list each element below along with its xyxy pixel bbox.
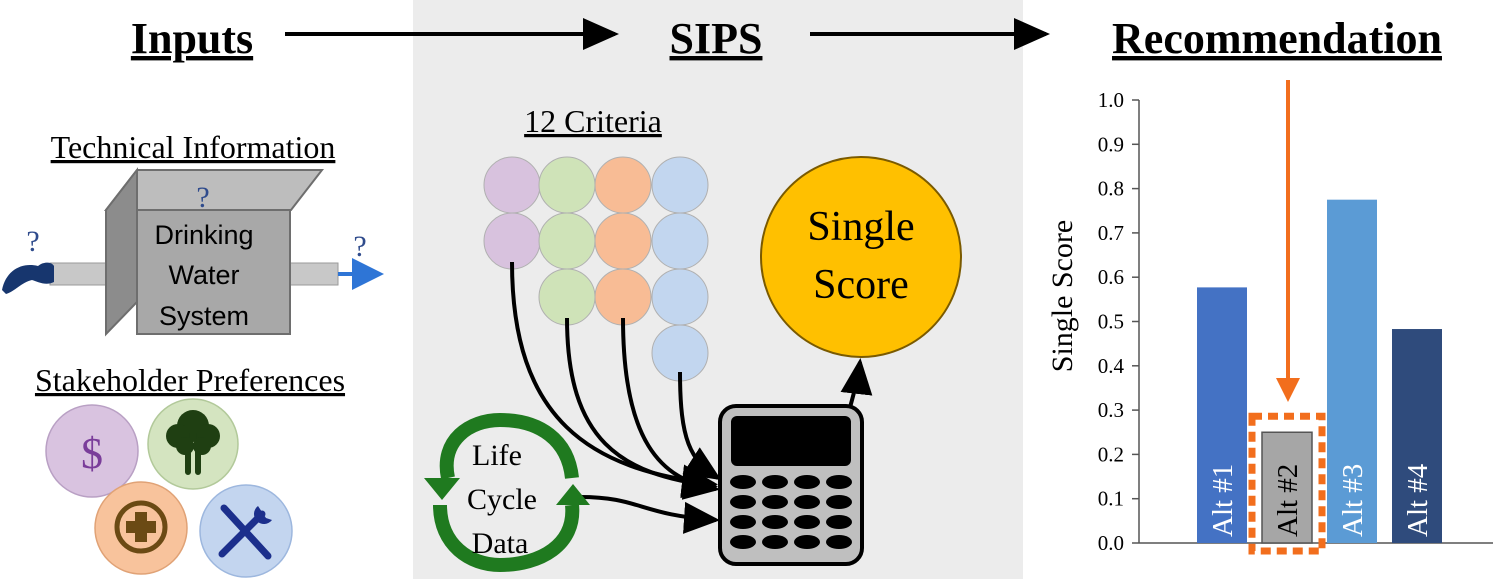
- header-inputs: Inputs: [131, 14, 253, 63]
- criterion-circle: [651, 268, 709, 326]
- box-label-drinking: Drinking: [154, 220, 253, 250]
- life-cycle-arrows-icon: [424, 412, 590, 573]
- header-recommendation: Recommendation: [1112, 14, 1442, 63]
- criterion-circle: [538, 268, 596, 326]
- cost-preference-circle: $: [45, 404, 139, 498]
- life-cycle-arrow: [579, 495, 720, 534]
- bar-alt-4: [1392, 329, 1442, 543]
- chart-y-ticks: 0.0 0.1 0.2 0.3 0.4 0.5 0.6 0.7 0.8 0.9 1.0: [1098, 88, 1139, 555]
- bar-alt-3: [1327, 199, 1377, 544]
- wrench-screwdriver-icon: [218, 504, 272, 560]
- single-score-label-line1: Single: [807, 204, 914, 250]
- criterion-circle: [594, 268, 652, 326]
- criterion-circle: [483, 156, 541, 214]
- y-tick-label: 0.4: [1098, 354, 1125, 378]
- y-tick-label: 0.3: [1098, 398, 1124, 422]
- calculator-icon: [718, 404, 864, 566]
- calculator-key: [826, 515, 852, 529]
- y-tick-label: 0.9: [1098, 132, 1124, 156]
- tree-icon: [166, 410, 220, 475]
- criteria-arrow-4: [678, 371, 722, 481]
- question-mark-left: ?: [26, 225, 39, 258]
- single-score-label-line2: Score: [813, 262, 909, 308]
- calculator-key: [730, 535, 756, 549]
- y-tick-label: 0.7: [1098, 221, 1124, 245]
- calculator-key: [826, 535, 852, 549]
- drinking-water-system-box: [49, 167, 339, 337]
- life-cycle-label-life: Life: [472, 439, 522, 472]
- recommendation-chart: Single Score 0.0 0.1 0.2 0.3 0.4 0.5 0.6 0.7 0.8…: [1046, 80, 1493, 555]
- calculator-key: [730, 475, 756, 489]
- criterion-circle: [651, 212, 709, 270]
- y-tick-label: 0.5: [1098, 310, 1124, 334]
- calculator-keys: [730, 475, 852, 549]
- criterion-circle: [483, 212, 541, 270]
- criteria-arrow-2: [565, 317, 718, 499]
- criteria-grid: [483, 156, 709, 382]
- calculator-key: [762, 515, 788, 529]
- environment-preference-circle: [147, 398, 239, 490]
- life-cycle-label-cycle: Cycle: [467, 483, 537, 516]
- chart-bars: Alt #1 Alt #2 Alt #3 Alt #4: [1197, 199, 1442, 544]
- header-sips: SIPS: [670, 14, 763, 63]
- calculator-key: [762, 495, 788, 509]
- bar-label: Alt #3: [1337, 464, 1369, 537]
- bar-alt-2: [1261, 431, 1313, 544]
- health-cross-icon: [114, 500, 168, 554]
- y-tick-label: 0.2: [1098, 442, 1124, 466]
- box-label-water: Water: [168, 260, 239, 290]
- question-mark-top: ?: [196, 181, 209, 214]
- criterion-circle: [594, 156, 652, 214]
- criterion-circle: [538, 156, 596, 214]
- question-mark-right: ?: [353, 230, 366, 263]
- criterion-circle: [651, 156, 709, 214]
- calculator-key: [794, 475, 820, 489]
- y-tick-label: 0.1: [1098, 487, 1124, 511]
- bar-alt-1: [1197, 287, 1247, 543]
- dollar-icon: $: [81, 429, 103, 478]
- water-source-icon: [2, 262, 54, 294]
- calculator-key: [762, 535, 788, 549]
- bar-label: Alt #1: [1207, 464, 1239, 537]
- box-label-system: System: [159, 301, 249, 331]
- criteria-to-calculator-arrows: [510, 261, 873, 534]
- y-tick-label: 0.6: [1098, 265, 1124, 289]
- calculator-key: [794, 515, 820, 529]
- criterion-circle: [594, 212, 652, 270]
- criteria-title: 12 Criteria: [524, 103, 662, 139]
- y-tick-label: 1.0: [1098, 88, 1124, 112]
- highlight-box: [1248, 412, 1326, 555]
- stakeholder-preferences-title: Stakeholder Preferences: [35, 362, 345, 398]
- life-cycle-label-data: Data: [472, 527, 529, 560]
- calculator-key: [762, 475, 788, 489]
- criterion-circle: [538, 212, 596, 270]
- single-score-circle: [760, 156, 962, 358]
- calculator-key: [794, 535, 820, 549]
- calculator-key: [730, 495, 756, 509]
- calculator-key: [826, 495, 852, 509]
- bar-label: Alt #4: [1402, 463, 1434, 537]
- technical-preference-circle: [199, 484, 293, 578]
- bar-label: Alt #2: [1272, 464, 1304, 537]
- y-tick-label: 0.0: [1098, 531, 1124, 555]
- chart-y-axis-label: Single Score: [1046, 220, 1079, 372]
- technical-information-title: Technical Information: [51, 129, 336, 165]
- calculator-key: [730, 515, 756, 529]
- health-preference-circle: [94, 481, 188, 575]
- criteria-arrow-3: [621, 317, 720, 500]
- calculator-key: [794, 495, 820, 509]
- y-tick-label: 0.8: [1098, 177, 1124, 201]
- calculator-key: [826, 475, 852, 489]
